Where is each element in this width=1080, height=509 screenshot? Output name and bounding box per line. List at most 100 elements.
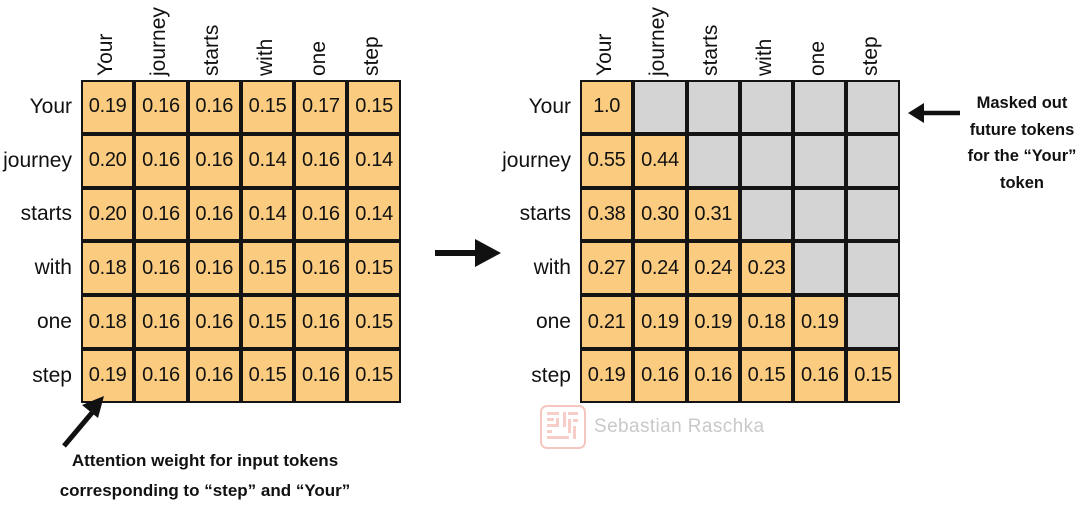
- row-label-one: one: [36, 310, 72, 334]
- row-label-one: one: [535, 310, 571, 334]
- cell: 0.14: [347, 133, 401, 188]
- cell: 1.0: [580, 80, 634, 134]
- column-header-one: one: [294, 2, 347, 78]
- cell: 0.19: [580, 348, 634, 403]
- callout-line: Masked out: [976, 94, 1068, 112]
- cell: 0.15: [347, 241, 401, 296]
- cell-masked: [686, 133, 740, 188]
- column-header-with: with: [740, 2, 793, 78]
- cell: 0.21: [580, 295, 634, 349]
- caption-line: Attention weight for input tokens: [71, 451, 339, 470]
- callout-line: future tokens: [969, 120, 1075, 139]
- cell: 0.18: [81, 295, 135, 349]
- column-header-label: with: [752, 38, 776, 76]
- column-header-step: step: [347, 2, 400, 78]
- cell: 0.16: [187, 295, 241, 349]
- cell-masked: [793, 80, 847, 134]
- row-label-your: Your: [528, 94, 571, 118]
- cell: 0.16: [294, 348, 348, 403]
- cell: 0.18: [739, 295, 794, 349]
- cell: 0.16: [633, 348, 687, 403]
- cell: 0.15: [739, 348, 794, 403]
- heatmap-grid-left: 0.19 0.16 0.16 0.15 0.17 0.15 0.20 0.16 …: [81, 80, 401, 403]
- cell: 0.38: [580, 187, 634, 242]
- row-label-step: step: [531, 363, 571, 387]
- cell: 0.55: [580, 133, 634, 188]
- column-header-label: journey: [146, 7, 170, 76]
- cell: 0.15: [846, 348, 900, 403]
- column-header-label: starts: [200, 24, 224, 76]
- cell-masked: [686, 80, 740, 134]
- column-header-label: Your: [592, 33, 616, 76]
- column-header-step: step: [846, 2, 899, 78]
- masked-callout-arrow-icon: [908, 98, 962, 133]
- row-labels-left: Your journey starts with one step: [3, 80, 81, 403]
- cell: 0.16: [294, 241, 348, 296]
- column-header-label: one: [306, 40, 330, 76]
- watermark-text: Sebastian Raschka: [594, 416, 765, 437]
- column-header-label: step: [360, 36, 384, 76]
- cell: 0.15: [240, 348, 295, 403]
- cell: 0.16: [187, 133, 241, 188]
- cell: 0.15: [240, 241, 295, 296]
- column-header-journey: journey: [633, 2, 686, 78]
- cell: 0.20: [81, 187, 135, 242]
- cell: 0.16: [134, 348, 188, 403]
- author-logo-icon: [540, 405, 586, 449]
- attention-weight-callout-arrow-icon: [56, 396, 116, 455]
- cell: 0.16: [187, 241, 241, 296]
- cell: 0.14: [347, 187, 401, 242]
- cell: 0.19: [81, 348, 135, 403]
- cell: 0.15: [240, 80, 295, 134]
- watermark: Sebastian Raschka: [540, 405, 765, 449]
- cell: 0.19: [633, 295, 687, 349]
- cell: 0.23: [739, 241, 794, 296]
- transform-arrow-icon: [433, 233, 503, 278]
- attention-weights-matrix: Your journey starts with one step Your j…: [3, 7, 401, 403]
- column-header-your: Your: [580, 2, 633, 78]
- cell: 0.16: [294, 133, 348, 188]
- cell: 0.19: [686, 295, 740, 349]
- row-label-with: with: [533, 256, 571, 280]
- cell: 0.24: [633, 241, 687, 296]
- cell: 0.16: [134, 80, 188, 134]
- cell: 0.19: [81, 80, 135, 134]
- row-label-journey: journey: [3, 148, 72, 172]
- column-header-label: journey: [645, 7, 669, 76]
- cell-masked: [793, 133, 847, 188]
- column-headers-left: Your journey starts with one step: [81, 2, 401, 78]
- column-headers-right: Your journey starts with one step: [580, 2, 900, 78]
- row-label-journey: journey: [502, 148, 571, 172]
- callout-line: token: [999, 174, 1044, 193]
- masked-callout-text: Masked out future tokens for the “Your” …: [963, 90, 1080, 197]
- cell-masked: [739, 80, 794, 134]
- cell: 0.16: [187, 348, 241, 403]
- callout-line: for the “Your”: [967, 147, 1077, 166]
- cell-masked: [846, 295, 900, 349]
- cell: 0.15: [347, 80, 401, 134]
- cell: 0.16: [187, 187, 241, 242]
- column-header-starts: starts: [687, 2, 740, 78]
- cell-masked: [846, 80, 900, 134]
- row-label-starts: starts: [519, 202, 571, 226]
- column-header-your: Your: [81, 2, 134, 78]
- cell: 0.16: [134, 295, 188, 349]
- cell: 0.17: [294, 80, 348, 134]
- row-label-step: step: [32, 363, 72, 387]
- cell: 0.16: [134, 241, 188, 296]
- column-header-label: Your: [93, 33, 117, 76]
- cell-masked: [739, 133, 794, 188]
- cell: 0.14: [240, 187, 295, 242]
- cell: 0.31: [686, 187, 740, 242]
- cell: 0.18: [81, 241, 135, 296]
- cell: 0.27: [580, 241, 634, 296]
- cell-masked: [633, 80, 687, 134]
- cell: 0.19: [793, 295, 847, 349]
- masked-attention-weights-matrix: Your journey starts with one step Your j…: [502, 7, 900, 403]
- cell: 0.20: [81, 133, 135, 188]
- column-header-with: with: [241, 2, 294, 78]
- cell: 0.16: [134, 133, 188, 188]
- cell-masked: [846, 187, 900, 242]
- cell: 0.15: [347, 295, 401, 349]
